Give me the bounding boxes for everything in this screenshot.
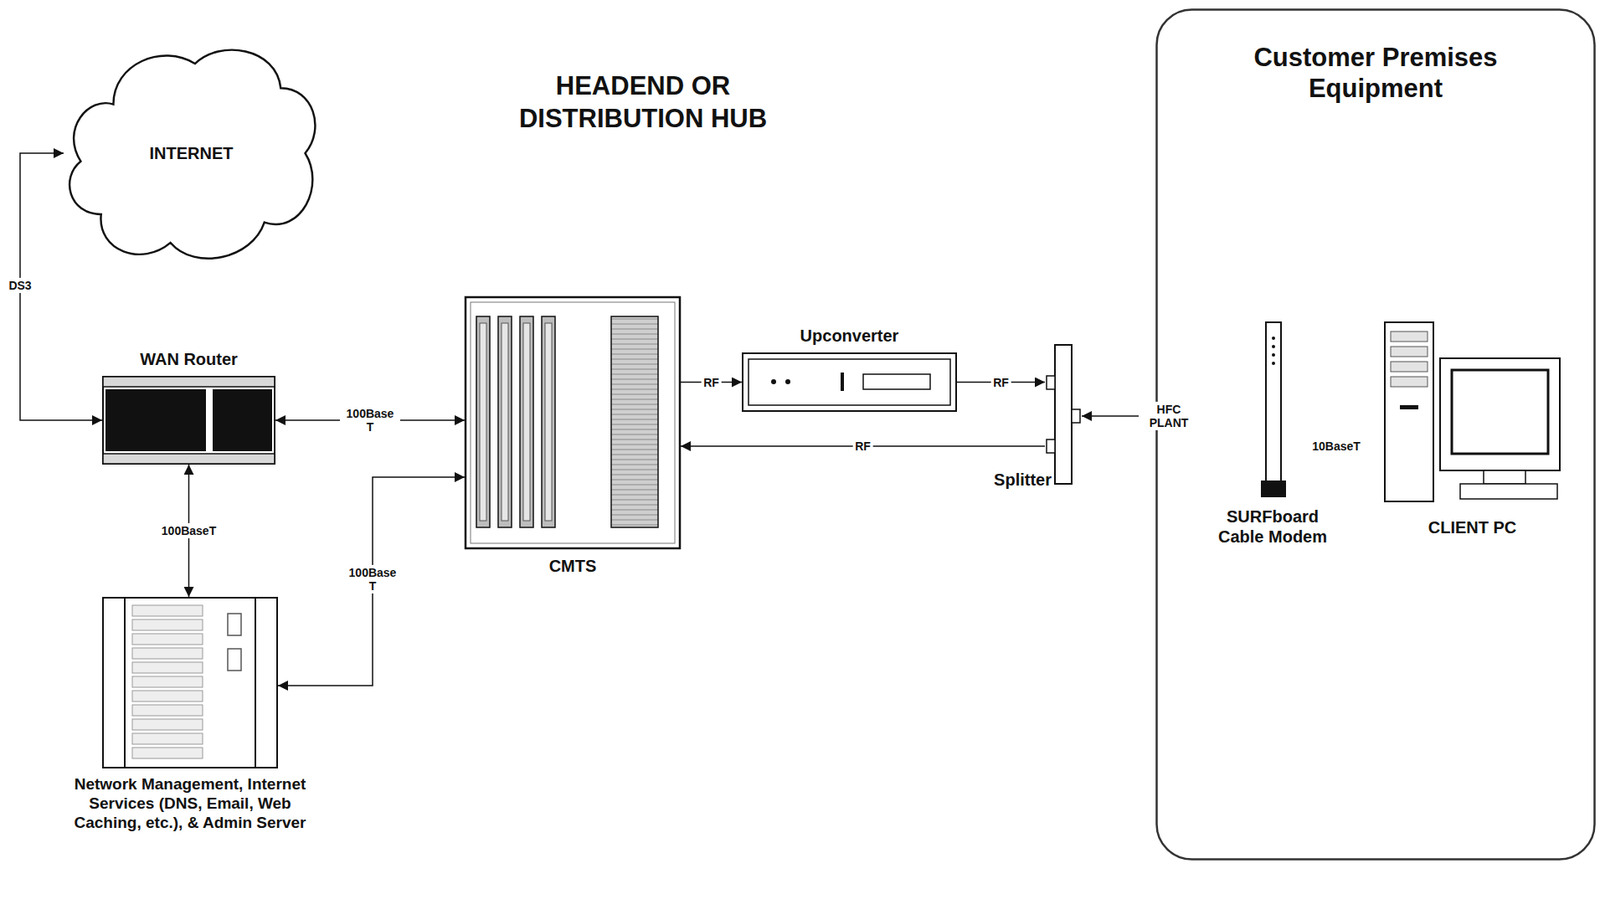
drive-bay	[132, 690, 203, 702]
drive-bay	[132, 605, 203, 617]
diagram-title: HEADEND OR DISTRIBUTION HUB	[483, 70, 803, 136]
card-slot	[523, 323, 530, 521]
shape-part	[102, 376, 275, 387]
pc-node: CLIENT PC	[1383, 321, 1562, 511]
shape-part	[470, 302, 675, 544]
router-node: WAN Router	[102, 375, 276, 465]
modem-base	[1260, 480, 1287, 498]
shape-part	[742, 353, 957, 412]
shape-part	[227, 613, 242, 636]
node-label: CLIENT PC	[1428, 517, 1518, 538]
modem-node: SURFboard Cable Modem	[1255, 321, 1290, 500]
shape-part	[255, 597, 278, 768]
connector-label: RF	[990, 374, 1012, 390]
monitor	[1440, 358, 1560, 471]
drive-bay	[1390, 361, 1428, 372]
shape-part	[212, 389, 273, 452]
splitter-node: Splitter	[1044, 344, 1082, 485]
card-slot	[545, 323, 552, 521]
shape-part	[1399, 405, 1419, 410]
shape-part	[227, 648, 242, 671]
led	[1271, 344, 1276, 349]
cloud-node: INTERNET	[61, 36, 322, 271]
led	[1271, 336, 1276, 340]
drive-bay	[132, 733, 203, 745]
node-label: Network Management, Internet Services (D…	[68, 775, 312, 833]
drive-bay	[132, 676, 203, 688]
panel-outline	[1157, 10, 1595, 860]
cmts-symbol	[464, 296, 681, 550]
node-label: WAN Router	[139, 349, 238, 370]
stand	[1483, 470, 1526, 484]
router-symbol	[102, 375, 276, 465]
card-slot	[501, 323, 509, 521]
power-panel	[611, 316, 659, 528]
drive-bay	[1390, 346, 1428, 357]
drive-bay	[1390, 331, 1428, 342]
shape-part	[102, 376, 275, 464]
node-label: SURFboard Cable Modem	[1214, 506, 1332, 547]
shape-part	[785, 379, 791, 385]
drive-bay	[132, 648, 203, 659]
shape-part	[102, 453, 275, 464]
shape-part	[840, 372, 844, 391]
connector-label: 100Base T	[342, 565, 403, 594]
card-slot	[519, 316, 534, 528]
shape-part	[124, 597, 256, 768]
modem-symbol	[1255, 321, 1290, 500]
server-node: Network Management, Internet Services (D…	[102, 596, 278, 769]
upconverter-node: Upconverter	[741, 352, 957, 412]
drive-bay	[1390, 376, 1428, 387]
port	[1046, 439, 1055, 453]
connector-label: DS3	[5, 277, 34, 294]
shape-part	[102, 597, 125, 768]
drive-bay	[132, 704, 203, 716]
shape-part	[771, 379, 777, 385]
node-label: Splitter	[993, 469, 1052, 490]
node-label: Upconverter	[800, 325, 900, 346]
card-slot	[541, 316, 556, 528]
connector-label: RF	[700, 374, 722, 390]
drive-bay	[132, 719, 203, 731]
connector-label: 10BaseT	[1309, 438, 1364, 454]
shape-part	[1384, 322, 1434, 502]
card-slot	[498, 316, 512, 528]
cmts-node: CMTS	[464, 296, 681, 550]
screen	[1451, 370, 1549, 454]
server-symbol	[102, 596, 278, 769]
connector	[277, 477, 465, 686]
shape-part	[748, 359, 951, 406]
connector-label: RF	[852, 438, 874, 454]
node-label: CMTS	[549, 555, 597, 577]
drive-bay	[132, 662, 203, 674]
connector-label: HFC PLANT	[1138, 401, 1199, 431]
premises-panel: SURFboard Cable ModemCLIENT PCCustomer P…	[1155, 8, 1596, 861]
shape-part	[105, 389, 206, 452]
shape-part	[863, 374, 931, 390]
cloud-outline	[69, 50, 315, 259]
drive-bay	[132, 747, 203, 759]
shape-part	[465, 297, 680, 549]
card-slot	[476, 316, 490, 528]
shape-part	[1265, 322, 1282, 484]
splitter-symbol	[1044, 344, 1082, 485]
node-label: INTERNET	[149, 143, 234, 164]
drive-bay	[132, 633, 203, 645]
stand	[1460, 483, 1558, 500]
connector-label: 100Base T	[339, 406, 401, 435]
port	[1046, 375, 1055, 390]
node-label: Customer Premises Equipment	[1237, 41, 1514, 104]
led	[1271, 353, 1276, 357]
card-slot	[479, 323, 487, 521]
drive-bay	[132, 619, 203, 631]
led	[1271, 361, 1276, 366]
port	[1071, 409, 1081, 423]
shape-part	[1054, 344, 1072, 484]
connector-label: 100BaseT	[159, 523, 219, 539]
pc-symbol	[1383, 321, 1562, 511]
upconv-symbol	[741, 352, 957, 412]
